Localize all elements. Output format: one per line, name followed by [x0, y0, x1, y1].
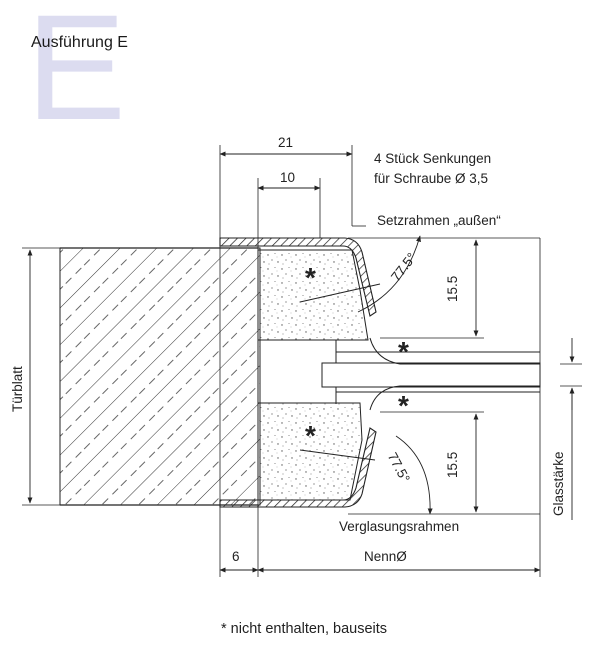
asterisk-marker-glass-lower: * [398, 390, 409, 421]
dim-text-21: 21 [278, 135, 294, 150]
countersinks-label-line1: 4 Stück Senkungen [374, 151, 492, 166]
dim-text-6: 6 [232, 549, 240, 564]
dim-text-lower: 15.5 [445, 451, 460, 478]
glass-pane [321, 362, 541, 388]
dim-text-nominal: NennØ [364, 549, 407, 564]
variant-letter: E [26, 0, 127, 151]
asterisk-marker-block-upper: * [305, 262, 316, 293]
asterisk-marker-glass-upper: * [398, 336, 409, 367]
countersinks-label-line2: für Schraube Ø 3,5 [374, 171, 489, 186]
angle-arc-lower [395, 435, 433, 515]
outer-frame-label: Setzrahmen „außen“ [377, 213, 501, 228]
asterisk-marker-block-lower: * [305, 420, 316, 451]
angle-arc-upper [357, 235, 421, 313]
door-leaf-section [59, 247, 261, 506]
dim-text-upper: 15.5 [445, 275, 460, 302]
door-leaf-label: Türblatt [10, 366, 25, 412]
outer-frame-section [219, 237, 377, 317]
footnote: * nicht enthalten, bauseits [221, 621, 388, 637]
page-title: Ausführung E [31, 34, 128, 51]
dim-text-10: 10 [280, 170, 296, 185]
glass-thickness-label: Glasstärke [551, 451, 566, 516]
glazing-frame-label: Verglasungsrahmen [339, 519, 460, 534]
